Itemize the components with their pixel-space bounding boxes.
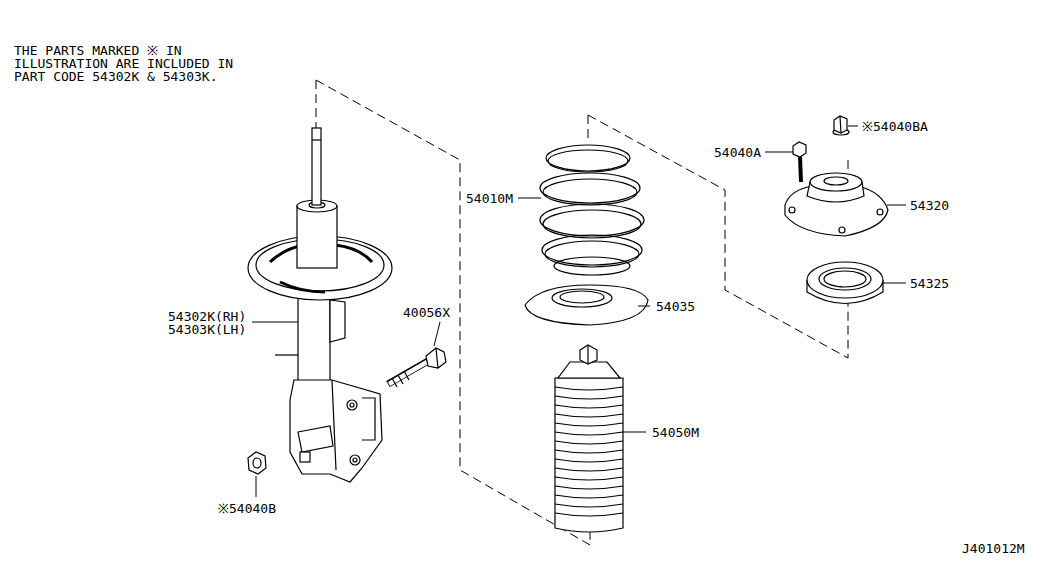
callout-number: ※54040BA: [862, 120, 928, 133]
dust-boot: [555, 345, 623, 532]
coil-spring: [540, 145, 644, 275]
leader-line: [252, 126, 906, 497]
assembly-guide: [316, 80, 848, 545]
callout-number: 54302K(RH): [168, 310, 246, 323]
callout-number: 54050M: [652, 426, 699, 439]
note: THE PARTS MARKED ※ IN ILLUSTRATION ARE I…: [14, 44, 264, 83]
diagram-code: J401012M: [962, 542, 1025, 555]
callout-number: 54325: [910, 277, 949, 290]
callout-number: 54040A: [714, 146, 761, 159]
mount-nut: [833, 116, 849, 135]
callout-number: 54303K(LH): [168, 323, 246, 336]
callout-number: 40056X: [403, 306, 450, 319]
mount-bolt: [793, 142, 806, 182]
strut-assembly: [248, 128, 446, 482]
callout-number: ※54040B: [218, 502, 276, 515]
callout-number: 54035: [656, 300, 695, 313]
callout-number: 54320: [910, 199, 949, 212]
mount-bearing: [807, 262, 883, 304]
spring-seat: [525, 285, 648, 325]
strut-mount: [785, 173, 888, 236]
callout-number: 54010M: [466, 192, 513, 205]
